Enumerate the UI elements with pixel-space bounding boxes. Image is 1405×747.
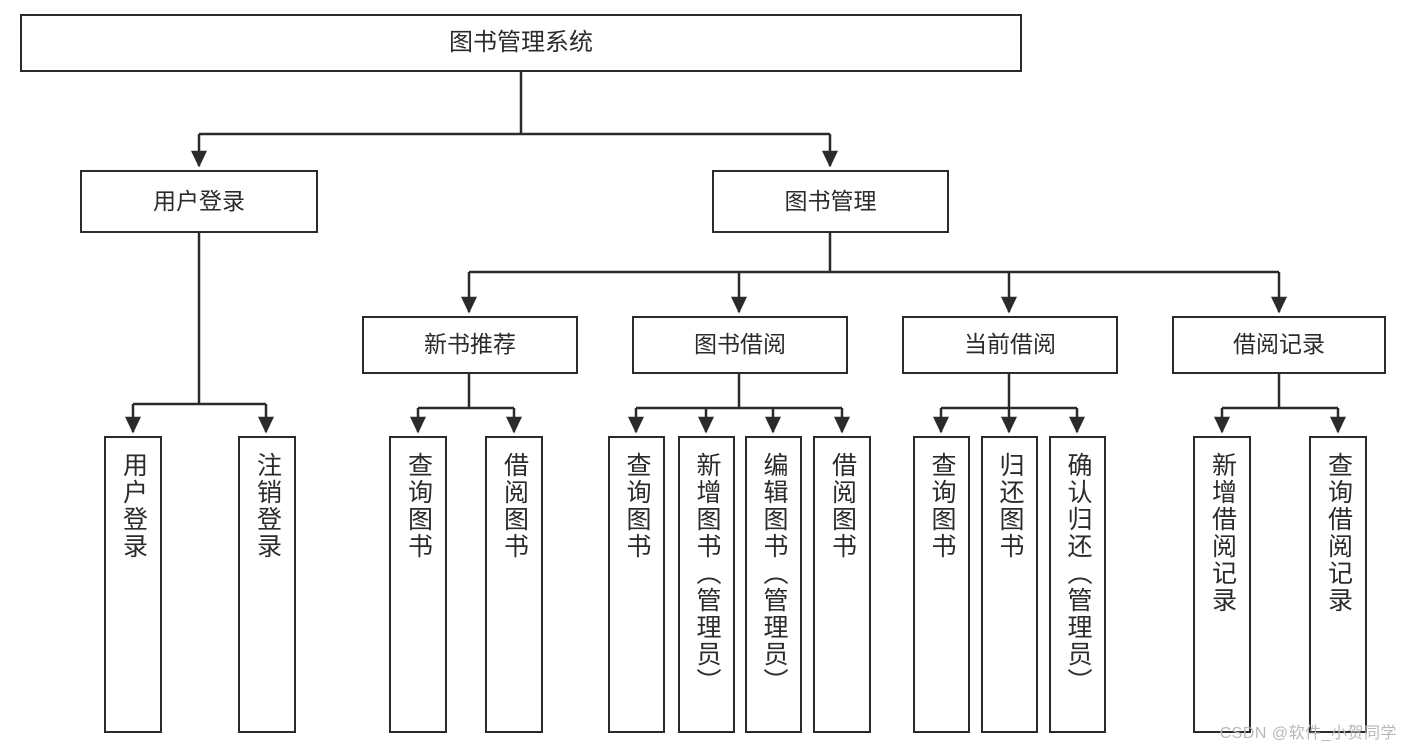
leaf-borrow-record-1-label: 查询借阅记录 <box>1324 452 1353 614</box>
leaf-user-login-1[interactable]: 注销登录 <box>238 436 296 733</box>
leaf-new-book-0[interactable]: 查询图书 <box>389 436 447 733</box>
leaf-book-borrow-2[interactable]: 编辑图书（管理员） <box>745 436 802 733</box>
leaf-book-borrow-0-label: 查询图书 <box>623 452 651 560</box>
leaf-book-borrow-1[interactable]: 新增图书（管理员） <box>678 436 735 733</box>
leaf-new-book-1-label: 借阅图书 <box>500 452 529 560</box>
node-book-manage-label: 图书管理 <box>784 187 877 214</box>
node-book-manage[interactable]: 图书管理 <box>712 170 949 233</box>
leaf-current-borrow-2[interactable]: 确认归还（管理员） <box>1049 436 1106 733</box>
leaf-user-login-0[interactable]: 用户登录 <box>104 436 162 733</box>
node-borrow-record[interactable]: 借阅记录 <box>1172 316 1386 374</box>
leaf-current-borrow-0[interactable]: 查询图书 <box>913 436 970 733</box>
node-borrow-record-label: 借阅记录 <box>1233 331 1325 358</box>
leaf-user-login-1-label: 注销登录 <box>253 452 282 560</box>
node-user-login[interactable]: 用户登录 <box>80 170 318 233</box>
leaf-book-borrow-0[interactable]: 查询图书 <box>608 436 665 733</box>
leaf-new-book-0-label: 查询图书 <box>404 452 433 560</box>
node-root[interactable]: 图书管理系统 <box>20 14 1022 72</box>
node-book-borrow-label: 图书借阅 <box>694 331 786 358</box>
leaf-current-borrow-0-label: 查询图书 <box>928 452 956 560</box>
leaf-borrow-record-0[interactable]: 新增借阅记录 <box>1193 436 1251 733</box>
leaf-book-borrow-1-label: 新增图书（管理员） <box>693 452 721 695</box>
node-book-borrow[interactable]: 图书借阅 <box>632 316 848 374</box>
leaf-current-borrow-2-label: 确认归还（管理员） <box>1064 452 1092 695</box>
leaf-current-borrow-1-label: 归还图书 <box>996 452 1024 560</box>
leaf-borrow-record-0-label: 新增借阅记录 <box>1208 452 1237 614</box>
leaf-book-borrow-3[interactable]: 借阅图书 <box>813 436 871 733</box>
node-root-label: 图书管理系统 <box>449 28 593 56</box>
csdn-watermark: CSDN @软件_小贺同学 <box>1219 725 1397 742</box>
leaf-book-borrow-2-label: 编辑图书（管理员） <box>760 452 788 695</box>
leaf-user-login-0-label: 用户登录 <box>119 452 148 560</box>
node-current-borrow[interactable]: 当前借阅 <box>902 316 1118 374</box>
node-current-borrow-label: 当前借阅 <box>964 331 1056 358</box>
node-user-login-label: 用户登录 <box>153 187 245 214</box>
node-new-book-recommend[interactable]: 新书推荐 <box>362 316 578 374</box>
leaf-current-borrow-1[interactable]: 归还图书 <box>981 436 1038 733</box>
leaf-book-borrow-3-label: 借阅图书 <box>828 452 857 560</box>
node-new-book-recommend-label: 新书推荐 <box>424 331 516 358</box>
leaf-new-book-1[interactable]: 借阅图书 <box>485 436 543 733</box>
leaf-borrow-record-1[interactable]: 查询借阅记录 <box>1309 436 1367 733</box>
